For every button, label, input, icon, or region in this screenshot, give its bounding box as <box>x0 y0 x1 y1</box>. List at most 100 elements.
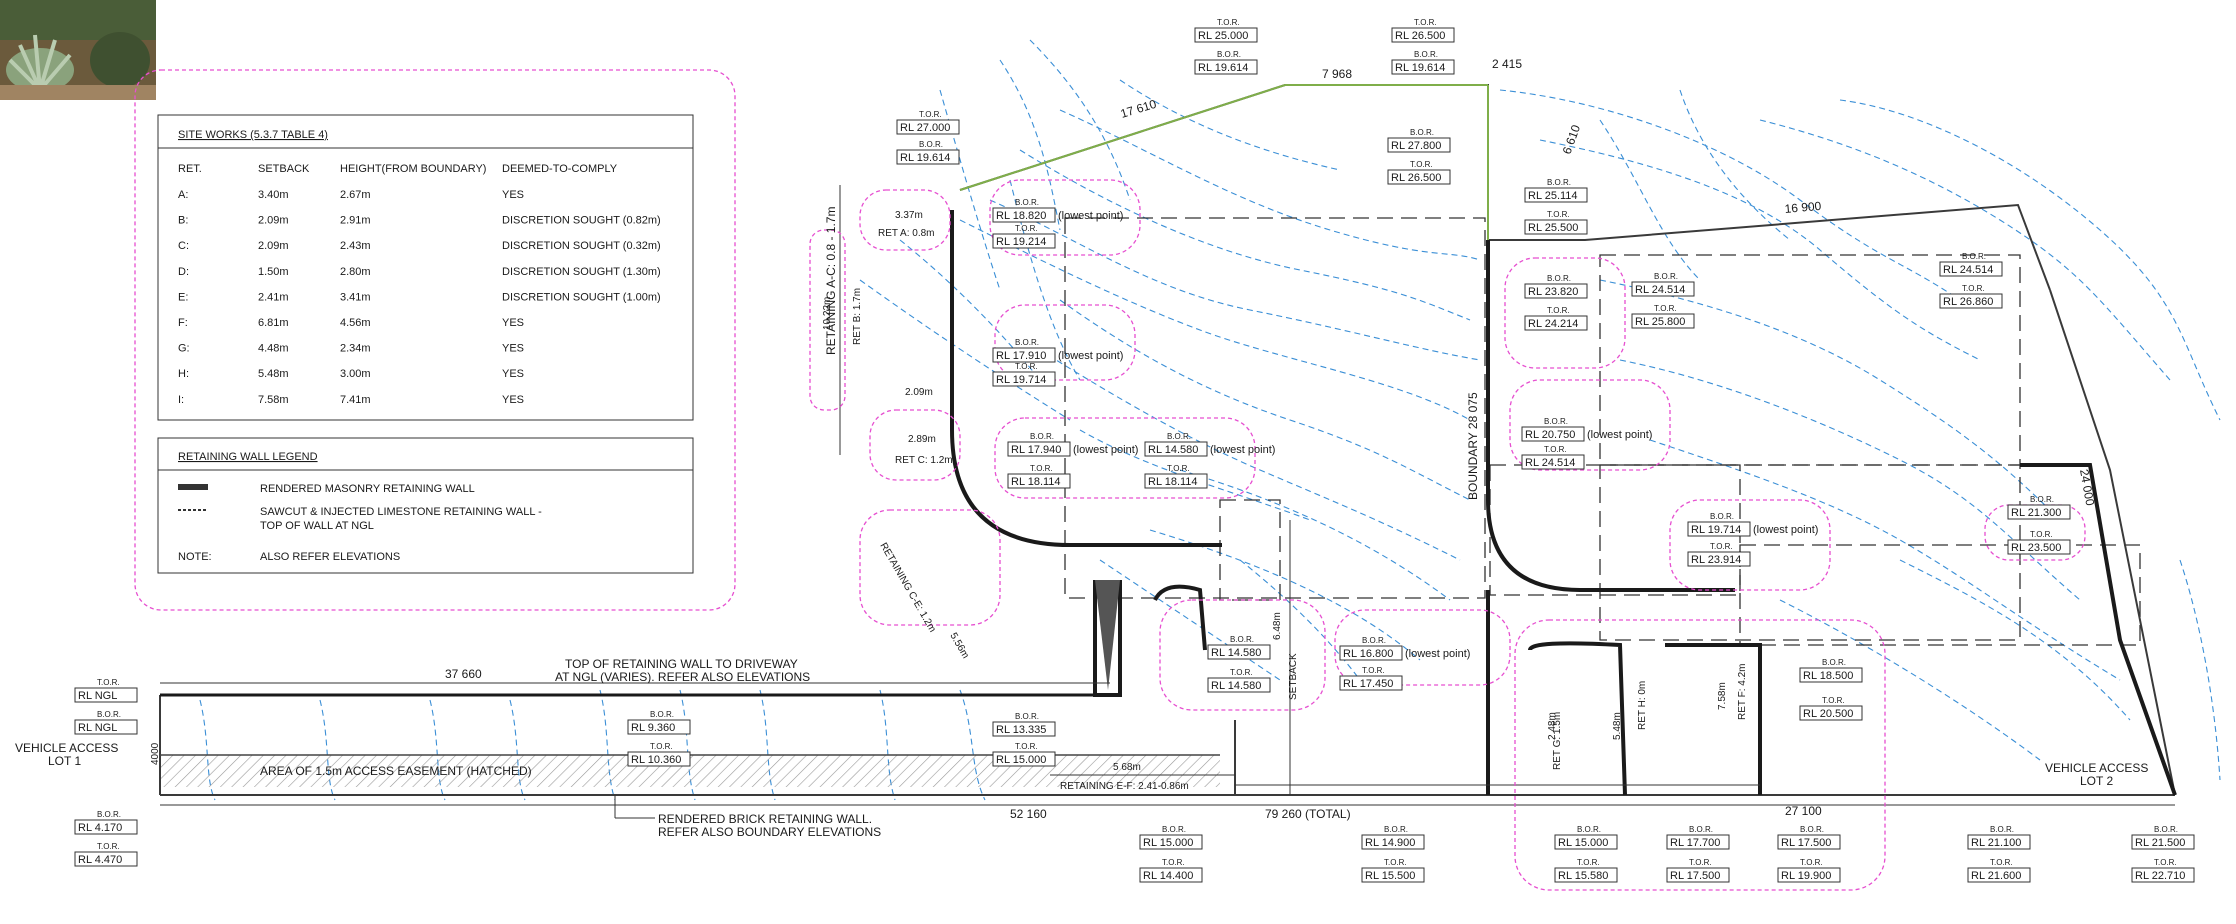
level-tag: T.O.R.RL 26.500 <box>1387 160 1451 185</box>
level-tag-value: RL 27.000 <box>900 122 950 134</box>
level-tag-caption: T.O.R. <box>1962 284 1985 293</box>
level-tag-caption: T.O.R. <box>1015 224 1038 233</box>
level-tag: B.O.R.RL 17.940(lowest point) <box>1007 432 1138 457</box>
table-cell: F: <box>178 317 188 329</box>
level-tag-value: RL 14.580 <box>1211 680 1261 692</box>
table-cell: D: <box>178 266 189 278</box>
level-tag-value: RL 4.170 <box>78 822 122 834</box>
level-tag-box <box>74 687 138 703</box>
ret-c-label: RET C: 1.2m <box>895 455 953 466</box>
level-tag-caption: T.O.R. <box>1384 858 1407 867</box>
level-tag-caption: B.O.R. <box>1990 825 2014 834</box>
level-tag-box <box>1939 261 2003 277</box>
level-tag-value: RL 26.500 <box>1395 30 1445 42</box>
level-tag-caption: B.O.R. <box>2154 825 2178 834</box>
level-tag-caption: B.O.R. <box>1015 712 1039 721</box>
landscape-photo-thumbnail <box>0 0 156 100</box>
table-cell: DISCRETION SOUGHT (0.32m) <box>502 240 661 252</box>
table-cell: DISCRETION SOUGHT (0.82m) <box>502 215 661 227</box>
table-cell: 7.41m <box>340 394 371 406</box>
level-tag-box <box>1139 867 1203 883</box>
level-tag-value: RL 19.214 <box>996 236 1046 248</box>
dim-556: 5.56m <box>947 631 970 661</box>
level-tag-value: RL 15.000 <box>996 754 1046 766</box>
level-tag-caption: B.O.R. <box>1577 825 1601 834</box>
level-tag: T.O.R.RL 25.500 <box>1524 210 1588 235</box>
level-tag-value: RL 14.580 <box>1148 444 1198 456</box>
level-tag: T.O.R.RL 14.400 <box>1139 858 1203 883</box>
level-tag-caption: B.O.R. <box>1547 178 1571 187</box>
level-tag: B.O.R.RL 19.614 <box>896 140 960 165</box>
level-tag-box <box>1139 834 1203 850</box>
level-tag: B.O.R. RL 15.000 <box>1554 825 1618 850</box>
level-tag: T.O.R.RL 19.900 <box>1777 858 1841 883</box>
level-tag: T.O.R.RL 21.600 <box>1967 858 2031 883</box>
level-tag: B.O.R.RL 17.500 <box>1777 825 1841 850</box>
level-tag-box <box>1521 454 1585 470</box>
level-tag: T.O.R.RL 23.914 <box>1687 542 1751 567</box>
legend-note-text: ALSO REFER ELEVATIONS <box>260 551 400 563</box>
table-cell: YES <box>502 189 524 201</box>
level-tag-value: RL 14.580 <box>1211 647 1261 659</box>
level-tag-caption: B.O.R. <box>1800 825 1824 834</box>
level-tag-box <box>627 751 691 767</box>
table-cell: 4.48m <box>258 343 289 355</box>
level-tag-caption: B.O.R. <box>1822 658 1846 667</box>
dim-27100: 27 100 <box>1785 804 1822 818</box>
level-tag-caption: T.O.R. <box>1577 858 1600 867</box>
level-tag-value: RL 16.800 <box>1343 648 1393 660</box>
level-tag-box <box>1939 293 2003 309</box>
level-tag-caption: B.O.R. <box>1544 417 1568 426</box>
level-tag: T.O.R.RL NGL <box>74 678 138 703</box>
level-tag-value: RL 21.100 <box>1971 837 2021 849</box>
vehicle-access-lot1-b: LOT 1 <box>48 754 81 768</box>
level-tag-box <box>992 207 1056 223</box>
table-cell: A: <box>178 189 188 201</box>
level-tag-caption: T.O.R. <box>1547 306 1570 315</box>
level-tag-caption: T.O.R. <box>1217 18 1240 27</box>
level-tag-caption: T.O.R. <box>97 842 120 851</box>
dim-2415: 2 415 <box>1492 57 1522 71</box>
level-tag: B.O.R.RL 19.614 <box>1391 50 1455 75</box>
legend-item-2b: TOP OF WALL AT NGL <box>260 520 374 532</box>
level-tag: T.O.R.RL 4.470 <box>74 842 138 867</box>
level-tag-box <box>1207 644 1271 660</box>
lowest-point-note: (lowest point) <box>1753 524 1818 536</box>
level-tag-caption: B.O.R. <box>1162 825 1186 834</box>
contour-lines <box>199 39 2221 801</box>
level-tag: B.O.R.RL 18.820(lowest point) <box>992 198 1123 223</box>
level-tag-value: RL NGL <box>78 722 117 734</box>
table-cell: 4.56m <box>340 317 371 329</box>
level-tag-value: RL 10.360 <box>631 754 681 766</box>
level-tag-value: RL 22.710 <box>2135 870 2185 882</box>
level-tag-box <box>1666 867 1730 883</box>
vehicle-access-lot2-b: LOT 2 <box>2080 774 2113 788</box>
dim-52160: 52 160 <box>1010 807 1047 821</box>
level-tag-value: RL 17.700 <box>1670 837 1720 849</box>
level-tag-value: RL 25.500 <box>1528 222 1578 234</box>
level-tag-caption: T.O.R. <box>2154 858 2177 867</box>
level-tag-box <box>1554 867 1618 883</box>
masonry-wall-swatch <box>178 484 208 490</box>
driveway-top-label-2: AT NGL (VARIES). REFER ALSO ELEVATIONS <box>555 670 810 684</box>
level-tag: B.O.R.RL 15.000 <box>1139 825 1203 850</box>
level-tag-value: RL 18.114 <box>1148 476 1198 488</box>
level-tag: B.O.R.RL 24.514 <box>1631 272 1695 297</box>
level-tag-box <box>992 751 1056 767</box>
level-tag-value: RL 25.800 <box>1635 316 1685 328</box>
level-tag-caption: B.O.R. <box>1015 338 1039 347</box>
level-tag-value: RL 15.000 <box>1558 837 1608 849</box>
level-tag-value: RL 23.820 <box>1528 286 1578 298</box>
level-tag-box <box>1631 281 1695 297</box>
level-tag-box <box>896 149 960 165</box>
table-cell: C: <box>178 240 189 252</box>
ret-ce-label: RETAINING C-E: 1.2m <box>877 541 937 634</box>
level-tag-box <box>2007 504 2071 520</box>
level-tag: B.O.R.RL 13.335 <box>992 712 1056 737</box>
level-tag: T.O.R. RL 22.710 <box>2131 858 2195 883</box>
level-tag-caption: T.O.R. <box>1414 18 1437 27</box>
level-tag-caption: B.O.R. <box>919 140 943 149</box>
level-tag-caption: T.O.R. <box>1362 666 1385 675</box>
boundary-green <box>959 84 1488 191</box>
